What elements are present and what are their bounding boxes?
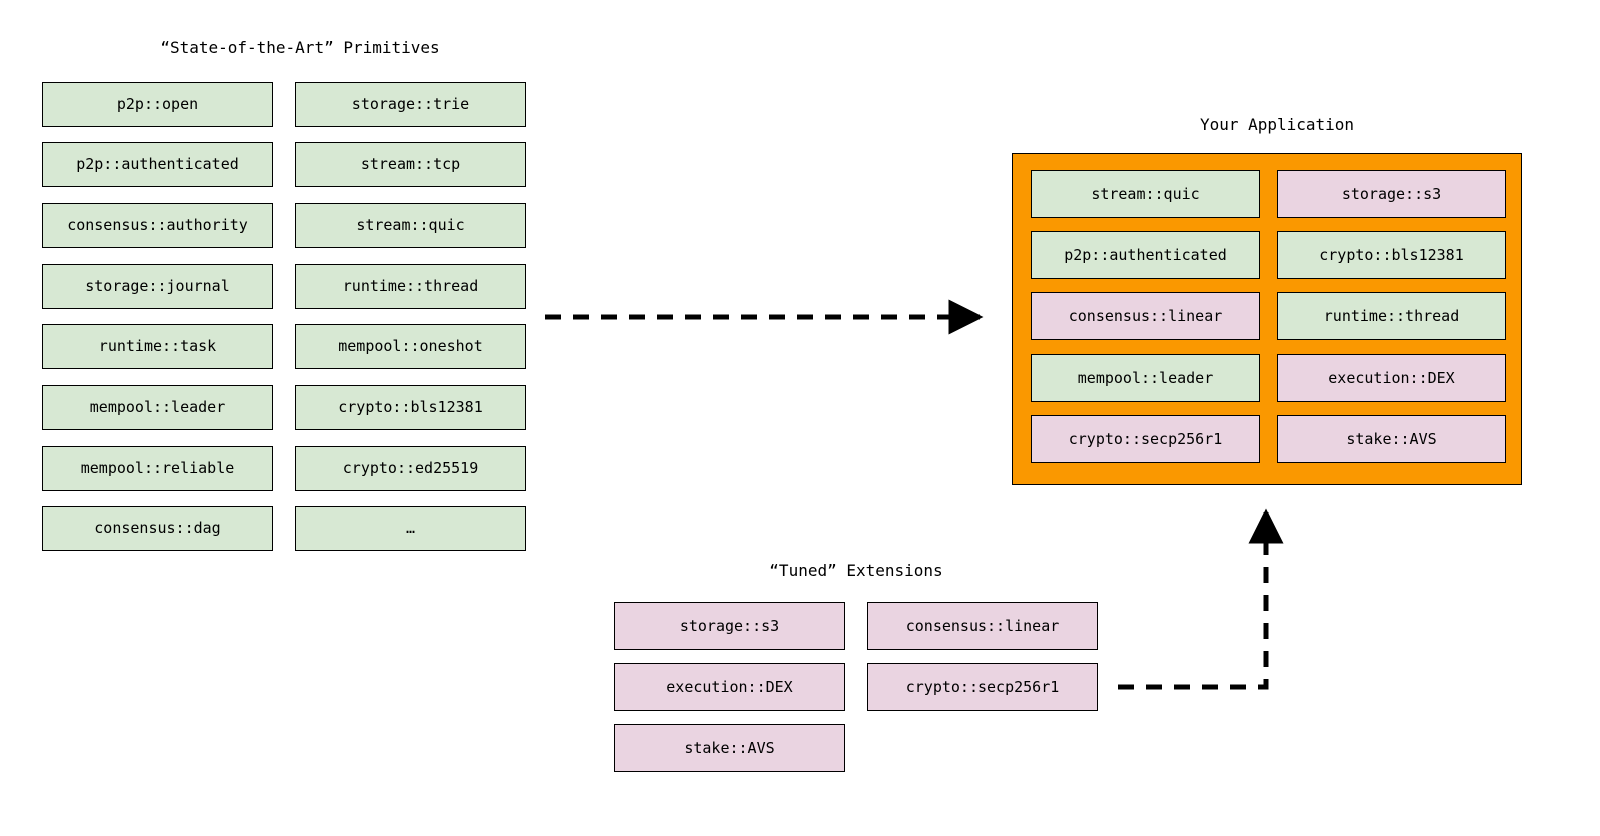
application-chip[interactable]: crypto::bls12381: [1277, 231, 1506, 279]
application-chip[interactable]: consensus::linear: [1031, 292, 1260, 340]
primitive-chip[interactable]: consensus::dag: [42, 506, 273, 551]
application-chip[interactable]: runtime::thread: [1277, 292, 1506, 340]
primitive-chip[interactable]: crypto::bls12381: [295, 385, 526, 430]
primitive-chip[interactable]: consensus::authority: [42, 203, 273, 248]
primitive-chip[interactable]: stream::tcp: [295, 142, 526, 187]
primitives-heading: “State-of-the-Art” Primitives: [160, 38, 440, 57]
extensions-heading: “Tuned” Extensions: [769, 561, 943, 580]
extension-chip[interactable]: consensus::linear: [867, 602, 1098, 650]
primitive-chip[interactable]: runtime::task: [42, 324, 273, 369]
application-chip[interactable]: storage::s3: [1277, 170, 1506, 218]
application-chip[interactable]: stake::AVS: [1277, 415, 1506, 463]
arrow-extensions-to-application: [1118, 508, 1284, 690]
application-chip[interactable]: stream::quic: [1031, 170, 1260, 218]
extension-chip[interactable]: storage::s3: [614, 602, 845, 650]
primitive-chip[interactable]: storage::journal: [42, 264, 273, 309]
primitive-chip[interactable]: …: [295, 506, 526, 551]
application-chip[interactable]: mempool::leader: [1031, 354, 1260, 402]
application-chip[interactable]: crypto::secp256r1: [1031, 415, 1260, 463]
primitive-chip[interactable]: storage::trie: [295, 82, 526, 127]
application-chip[interactable]: execution::DEX: [1277, 354, 1506, 402]
extension-chip[interactable]: stake::AVS: [614, 724, 845, 772]
extension-chip[interactable]: crypto::secp256r1: [867, 663, 1098, 711]
primitive-chip[interactable]: crypto::ed25519: [295, 446, 526, 491]
application-chip[interactable]: p2p::authenticated: [1031, 231, 1260, 279]
primitive-chip[interactable]: stream::quic: [295, 203, 526, 248]
extension-chip[interactable]: execution::DEX: [614, 663, 845, 711]
primitive-chip[interactable]: mempool::oneshot: [295, 324, 526, 369]
primitive-chip[interactable]: mempool::reliable: [42, 446, 273, 491]
primitive-chip[interactable]: p2p::open: [42, 82, 273, 127]
primitive-chip[interactable]: runtime::thread: [295, 264, 526, 309]
primitive-chip[interactable]: p2p::authenticated: [42, 142, 273, 187]
primitive-chip[interactable]: mempool::leader: [42, 385, 273, 430]
application-heading: Your Application: [1199, 115, 1355, 134]
